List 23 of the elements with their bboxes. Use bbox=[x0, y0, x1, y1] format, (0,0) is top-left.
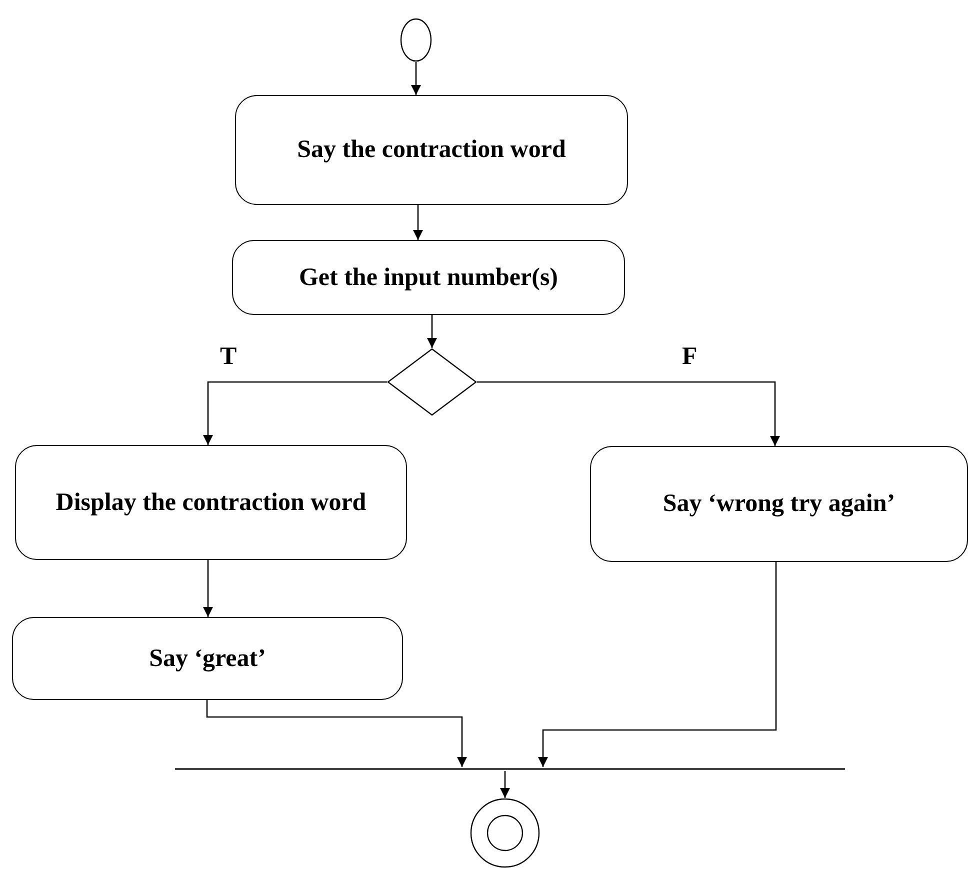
join-bar bbox=[175, 767, 845, 771]
arrow bbox=[500, 771, 510, 798]
action-label: Display the contraction word bbox=[56, 488, 366, 518]
arrow bbox=[203, 560, 213, 617]
start-node bbox=[400, 18, 432, 62]
action-box bbox=[590, 446, 968, 562]
action-box bbox=[12, 617, 403, 700]
arrow bbox=[203, 381, 387, 445]
action-box bbox=[232, 240, 625, 315]
action-label: Say the contraction word bbox=[297, 135, 566, 165]
action-box bbox=[235, 95, 628, 205]
arrow bbox=[413, 205, 423, 240]
action-box bbox=[15, 445, 407, 560]
arrow bbox=[206, 700, 467, 767]
action-label: Say ‘wrong try again’ bbox=[662, 489, 896, 519]
arrow bbox=[427, 315, 437, 348]
action-label: Get the input number(s) bbox=[298, 262, 558, 292]
action-label: Say ‘great’ bbox=[149, 644, 266, 674]
arrow bbox=[411, 62, 421, 95]
arrow bbox=[538, 562, 777, 767]
end-node bbox=[470, 798, 540, 868]
arrow bbox=[477, 381, 780, 446]
decision-diamond bbox=[387, 348, 477, 416]
